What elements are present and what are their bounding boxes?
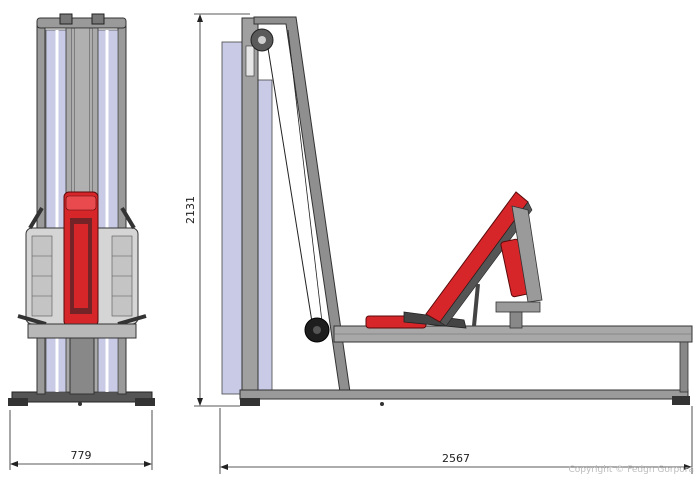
front-width-label: 779 [71, 449, 92, 462]
front-width-dimension: 779 [9, 410, 153, 470]
length-dimension: 2567 [219, 406, 693, 474]
side-weight-stack [221, 41, 245, 395]
front-view [8, 13, 155, 406]
side-view [221, 16, 693, 406]
copyright-watermark: Copyright © Fedgn Gorpora [568, 465, 694, 475]
height-dimension: 2131 [184, 13, 250, 407]
length-label: 2567 [442, 452, 470, 465]
height-label: 2131 [184, 196, 197, 224]
